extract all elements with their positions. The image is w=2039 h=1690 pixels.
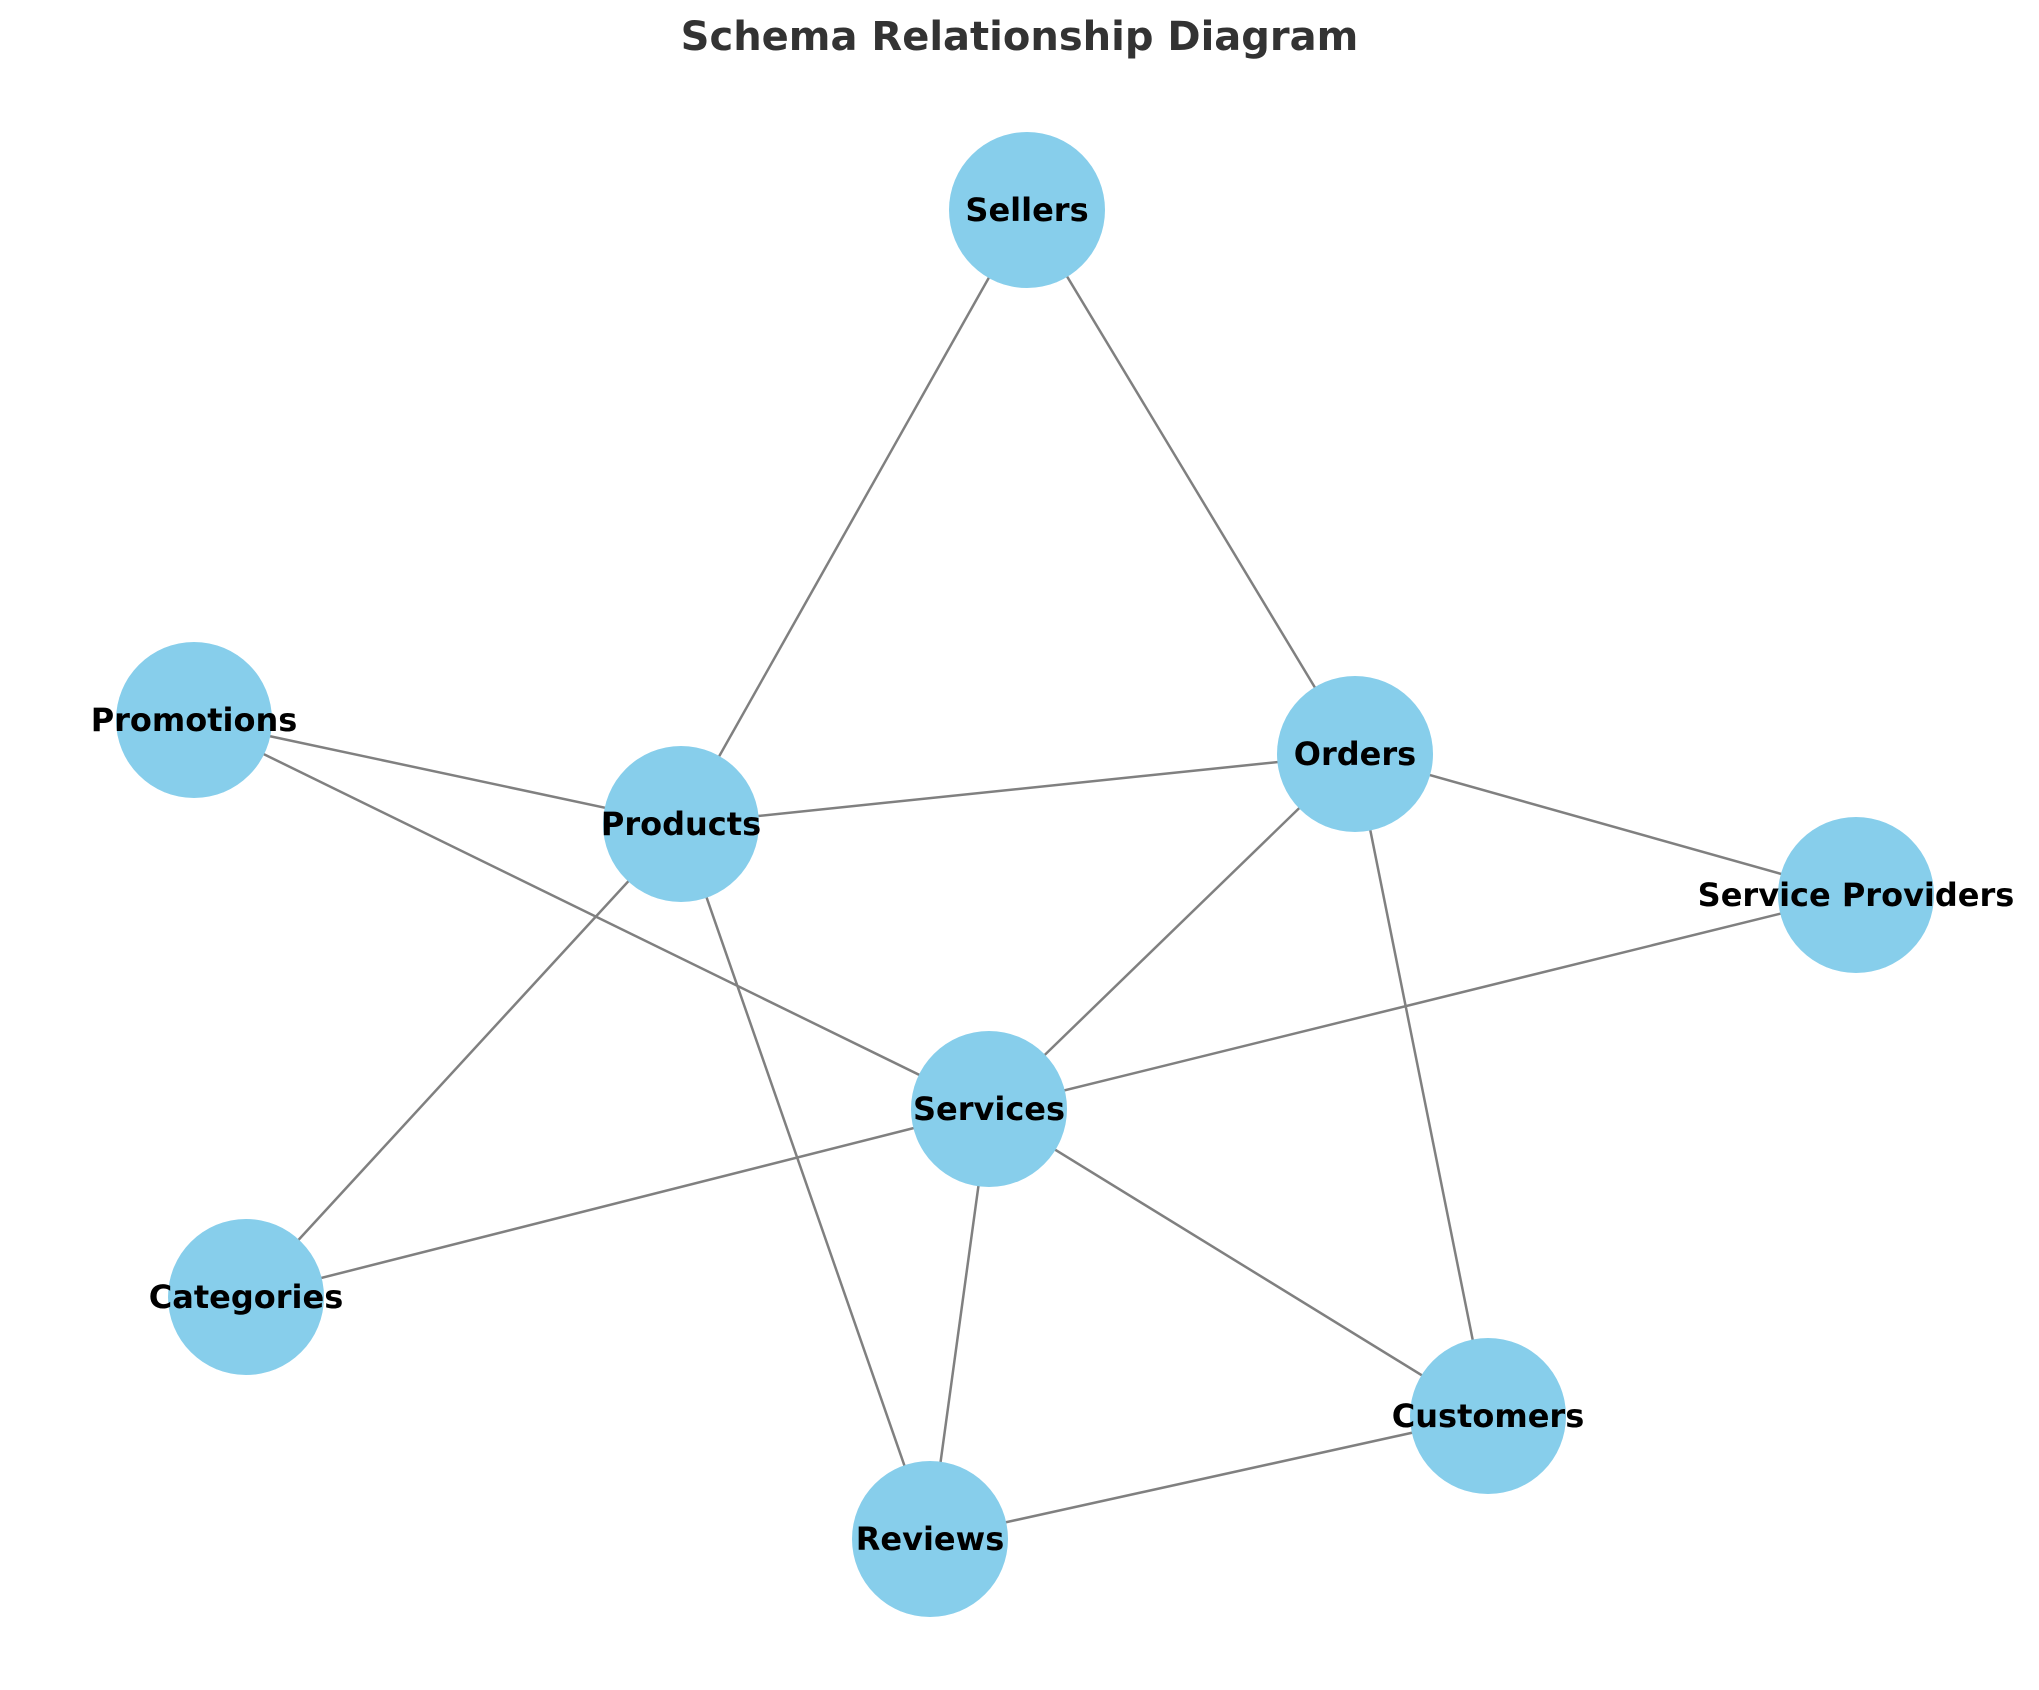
node-circle-promotions	[116, 642, 272, 798]
node-label-orders: Orders	[1294, 735, 1416, 773]
edge-sellers-orders	[1025, 209, 1357, 755]
node-label-services: Services	[913, 1090, 1065, 1128]
diagram-title: Schema Relationship Diagram	[680, 14, 1359, 60]
edge-products-reviews	[679, 823, 932, 1540]
node-label-customers: Customers	[1392, 1397, 1584, 1435]
node-label-reviews: Reviews	[856, 1520, 1004, 1558]
node-reviews: Reviews	[852, 1461, 1008, 1617]
edge-service_providers-services	[988, 893, 1857, 1111]
node-customers: Customers	[1392, 1338, 1584, 1494]
node-circle-sellers	[949, 132, 1105, 288]
edge-orders-service_providers	[1354, 752, 1857, 897]
edge-services-categories	[245, 1107, 990, 1299]
node-services: Services	[911, 1031, 1067, 1187]
edge-promotions-products	[193, 718, 682, 826]
node-circle-customers	[1410, 1338, 1566, 1494]
node-circle-reviews	[852, 1461, 1008, 1617]
node-label-service-providers: Service Providers	[1698, 876, 2015, 914]
node-label-categories: Categories	[149, 1278, 343, 1316]
edge-services-customers	[988, 1107, 1489, 1418]
edge-orders-customers	[1353, 753, 1490, 1417]
edge-promotions-services	[193, 718, 990, 1111]
edge-customers-reviews	[929, 1414, 1489, 1541]
node-circle-services	[911, 1031, 1067, 1187]
node-label-sellers: Sellers	[965, 191, 1088, 229]
node-circle-products	[603, 746, 759, 902]
node-circle-categories	[168, 1219, 324, 1375]
node-products: Products	[601, 746, 761, 902]
edge-products-categories	[245, 823, 682, 1298]
edge-products-orders	[680, 752, 1356, 826]
edge-sellers-products	[679, 209, 1029, 825]
node-circle-service-providers	[1778, 817, 1934, 973]
node-service-providers: Service Providers	[1698, 817, 2015, 973]
node-orders: Orders	[1277, 676, 1433, 832]
node-sellers: Sellers	[949, 132, 1105, 288]
node-label-products: Products	[601, 805, 761, 843]
node-categories: Categories	[149, 1219, 343, 1375]
node-circle-orders	[1277, 676, 1433, 832]
edges-layer	[193, 209, 1857, 1541]
node-promotions: Promotions	[91, 642, 298, 798]
edge-orders-services	[988, 753, 1356, 1110]
node-label-promotions: Promotions	[91, 701, 298, 739]
